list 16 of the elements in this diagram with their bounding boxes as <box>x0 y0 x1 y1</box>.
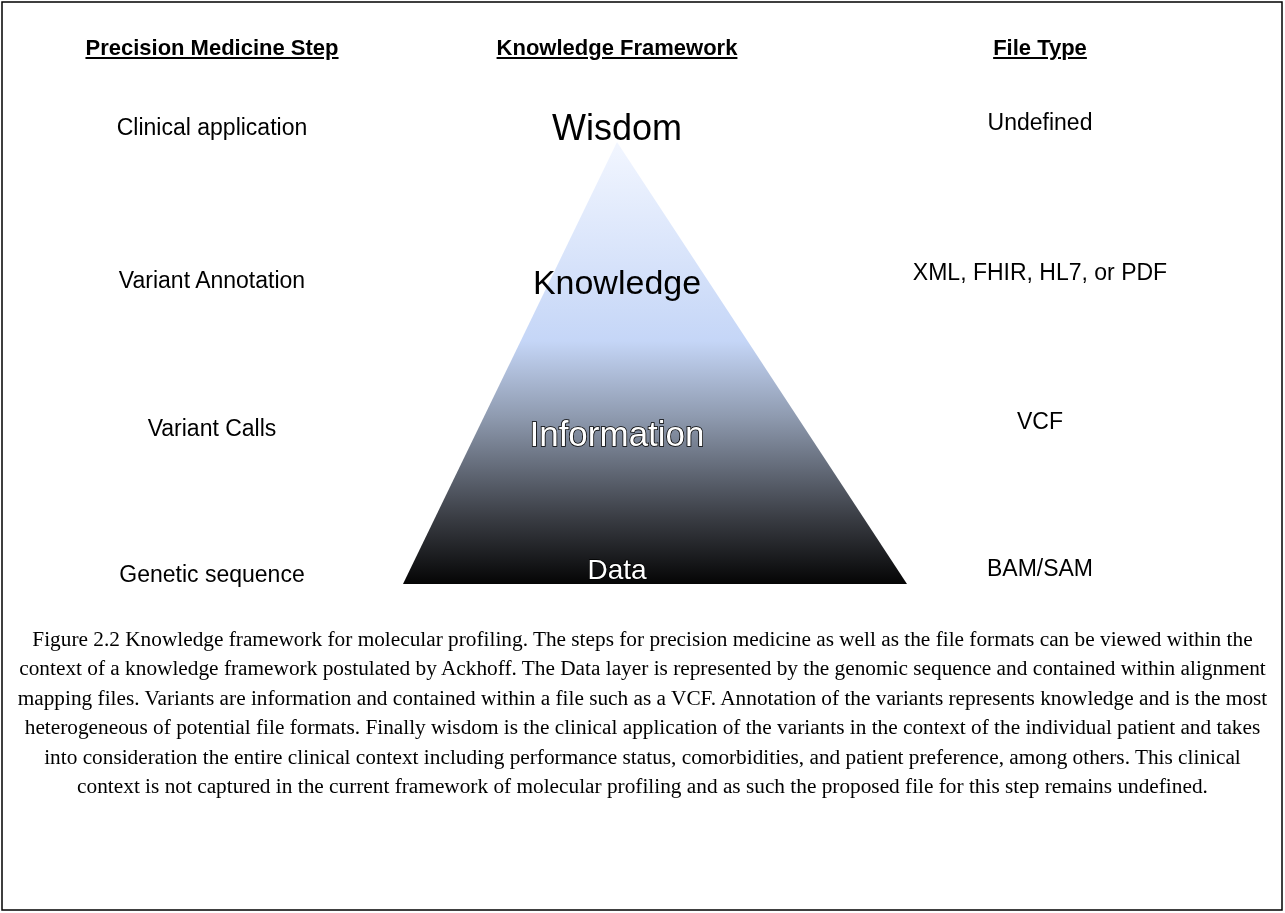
figure-caption: Figure 2.2 Knowledge framework for molecular profiling. The steps for precision medicine as well as the file formats can be viewed within the context of a knowledge framework postulated by Ackhoff. The Data layer is represented by the genomic sequence and contained within alignment mapping files. Variants are information and contained within a file such as a VCF. Annotation of the variants represents knowledge and is the most heterogeneous of potential file formats. Finally wisdom is the clinical application of the variants in the context of the individual patient and takes into consideration the entire clinical context including performance status, comorbidities, and patient preference, among others. This clinical context is not captured in the current framework of molecular profiling and as such the proposed file for this step remains undefined. <box>16 626 1269 801</box>
row-label: Undefined <box>987 108 1093 136</box>
pyramid-level-label: Wisdom <box>552 110 682 146</box>
pyramid-level-label: Knowledge <box>532 265 702 299</box>
pyramid-level-label: Data <box>587 556 647 584</box>
row-label: Variant Calls <box>147 414 277 442</box>
pyramid-level-label: Information <box>529 415 705 451</box>
row-label: Variant Annotation <box>118 266 306 294</box>
row-label: VCF <box>1017 407 1063 435</box>
row-label: BAM/SAM <box>986 554 1094 582</box>
column-header: Knowledge Framework <box>496 35 738 61</box>
row-label: Genetic sequence <box>119 560 305 588</box>
column-header: File Type <box>993 35 1087 61</box>
row-label: Clinical application <box>116 113 308 141</box>
row-label: XML, FHIR, HL7, or PDF <box>912 258 1168 286</box>
column-header: Precision Medicine Step <box>85 35 339 61</box>
